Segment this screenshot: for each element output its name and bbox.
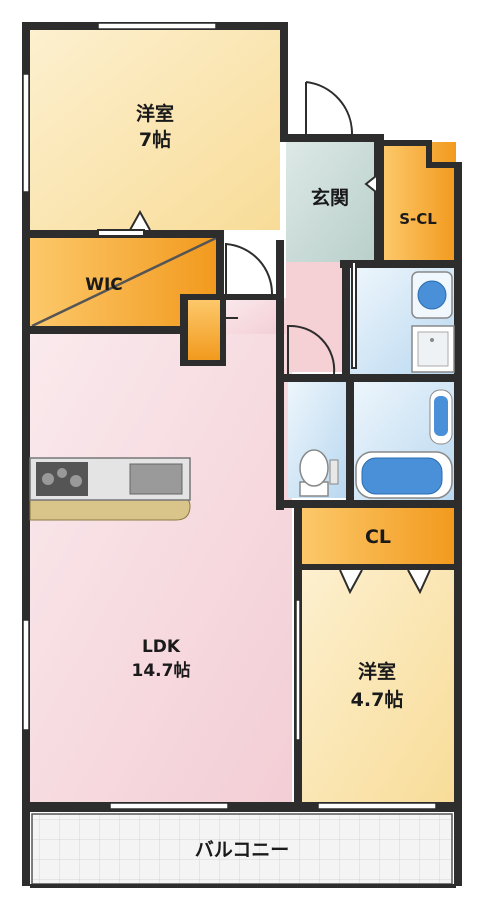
closet-label: CL: [365, 526, 391, 548]
entrance-label: 玄関: [311, 186, 349, 209]
kitchen: [29, 457, 191, 521]
western-room-1-floor: [30, 30, 280, 230]
shoe-closet-label: S-CL: [399, 210, 437, 228]
entrance-floor: [286, 140, 376, 262]
western-room-1-name: 洋室: [136, 102, 174, 125]
western-room-2-floor: [302, 568, 454, 806]
ldk-upper-floor: [222, 298, 286, 334]
wic-nook-floor: [188, 300, 220, 360]
balcony-label: バルコニー: [195, 839, 290, 861]
western-room-1-size: 7帖: [139, 128, 171, 151]
closet-floor: [302, 508, 454, 564]
western-room-2-name: 洋室: [358, 660, 396, 683]
western-room-2-size: 4.7帖: [351, 688, 404, 711]
ldk-floor: [30, 332, 292, 806]
hall-floor: [286, 262, 344, 372]
doors: [97, 81, 431, 595]
washroom-fixtures: [411, 271, 455, 373]
ldk-name: LDK: [142, 637, 181, 657]
wic-label: WIC: [85, 275, 123, 295]
windows: [22, 22, 437, 810]
ldk-size: 14.7帖: [132, 660, 191, 681]
shoe-closet-floor: [384, 142, 456, 262]
bathroom-fixtures: [355, 389, 453, 499]
toilet-fixture: [299, 449, 339, 497]
wic-diagonal: [31, 236, 217, 328]
